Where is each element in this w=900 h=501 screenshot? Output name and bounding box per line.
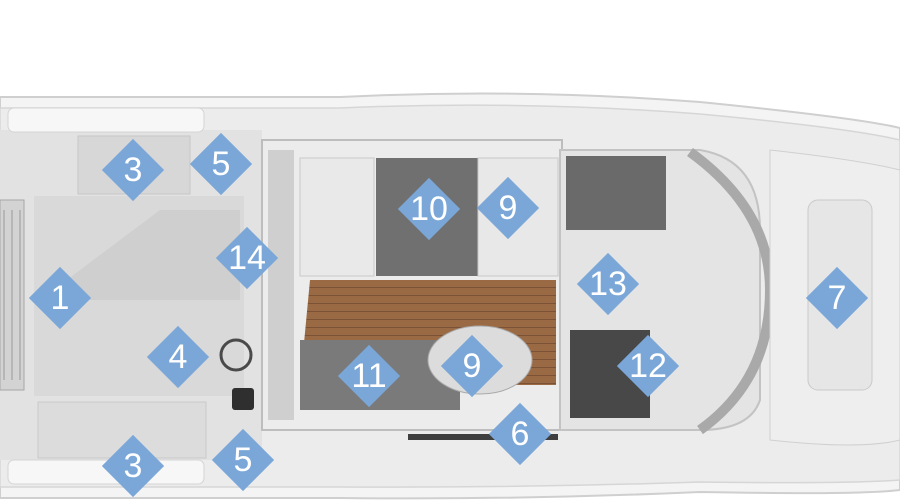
marker-label: 5: [233, 441, 253, 479]
marker-13[interactable]: 13: [576, 252, 640, 316]
marker-5-bottom[interactable]: 5: [211, 428, 275, 492]
throttle-control: [232, 388, 254, 410]
side-rail: [408, 434, 558, 440]
marker-9-bottom[interactable]: 9: [440, 334, 504, 398]
steering-wheel: [219, 338, 253, 372]
marker-label: 3: [123, 151, 143, 189]
aft-bench-top: [7, 107, 205, 133]
seat-cushion-10-left: [299, 157, 375, 277]
marker-4[interactable]: 4: [146, 325, 210, 389]
marker-label: 5: [211, 145, 231, 183]
marker-14[interactable]: 14: [215, 226, 279, 290]
marker-label: 7: [827, 279, 847, 317]
marker-7[interactable]: 7: [805, 266, 869, 330]
marker-label: 4: [168, 338, 188, 376]
marker-5-top[interactable]: 5: [189, 132, 253, 196]
marker-3-bottom[interactable]: 3: [101, 434, 165, 498]
marker-6[interactable]: 6: [488, 402, 552, 466]
marker-label: 9: [462, 347, 482, 385]
marker-label: 14: [228, 239, 266, 277]
marker-9-top[interactable]: 9: [476, 176, 540, 240]
marker-label: 11: [351, 357, 387, 395]
marker-10[interactable]: 10: [397, 177, 461, 241]
marker-label: 1: [50, 279, 70, 317]
marker-label: 9: [498, 189, 518, 227]
marker-3-top[interactable]: 3: [101, 138, 165, 202]
marker-label: 3: [123, 447, 143, 485]
marker-11[interactable]: 11: [337, 344, 401, 408]
marker-label: 12: [629, 347, 667, 385]
marker-12[interactable]: 12: [616, 334, 680, 398]
dash-panel: [566, 156, 666, 230]
marker-1[interactable]: 1: [28, 266, 92, 330]
marker-label: 10: [410, 190, 448, 228]
marker-label: 13: [589, 265, 627, 303]
marker-label: 6: [510, 415, 530, 453]
